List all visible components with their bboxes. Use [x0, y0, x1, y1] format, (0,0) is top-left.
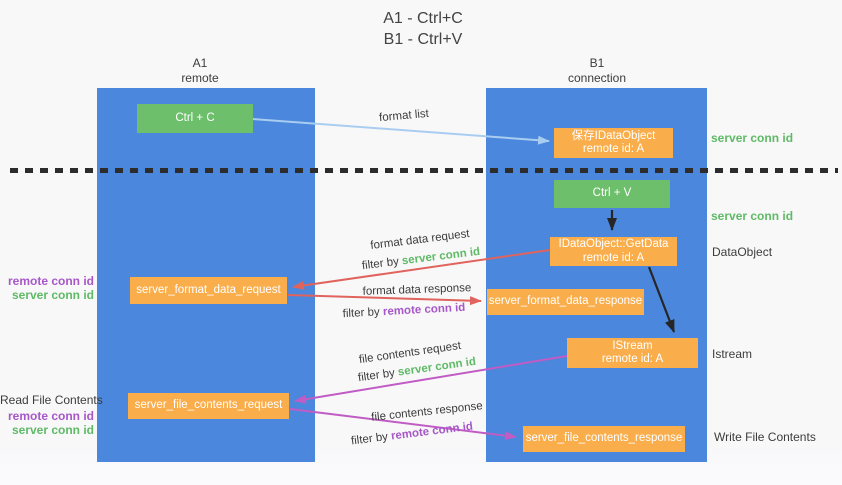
filter-by-text: filter by [350, 431, 389, 448]
node-ctrl-c-label: Ctrl + C [175, 111, 215, 124]
diagram-title: A1 - Ctrl+C B1 - Ctrl+V [383, 8, 463, 50]
node-save-idataobject: 保存IDataObject remote id: A [554, 128, 673, 158]
node-ctrl-v: Ctrl + V [554, 180, 670, 208]
node-idataobject-getdata: IDataObject::GetData remote id: A [550, 237, 677, 266]
node-istream: IStream remote id: A [567, 338, 698, 368]
node-server-format-data-response-label: server_format_data_response [488, 295, 643, 308]
node-ctrl-c: Ctrl + C [137, 104, 253, 133]
node-save-idataobject-line1: 保存IDataObject [571, 129, 656, 142]
node-server-file-contents-request-label: server_file_contents_request [134, 399, 283, 412]
node-ctrl-v-label: Ctrl + V [592, 187, 632, 200]
right-istream-label: Istream [712, 347, 753, 361]
left-remote-conn-id-file: remote conn id [7, 409, 94, 423]
node-server-format-data-request-label: server_format_data_request [136, 283, 281, 296]
server-conn-id-text: server conn id [397, 355, 477, 379]
node-save-idataobject-line2: remote id: A [582, 143, 645, 155]
node-server-file-contents-response: server_file_contents_response [523, 426, 685, 452]
label-filter-by-remote-conn-id-2: filter by remote conn id [350, 421, 473, 448]
node-idataobject-getdata-line2: remote id: A [582, 251, 645, 264]
filter-by-text: filter by [361, 255, 400, 273]
left-remote-conn-id-format: remote conn id [7, 274, 94, 288]
node-server-format-data-response: server_format_data_response [487, 289, 644, 315]
lifeline-a1-subtitle: remote [181, 71, 219, 85]
label-format-data-response: format data response [362, 282, 471, 298]
dotted-separator-line [10, 168, 838, 173]
right-server-conn-id-mid: server conn id [711, 209, 794, 223]
left-conn-id-pair-format: remote conn id server conn id [0, 274, 94, 302]
node-server-file-contents-request: server_file_contents_request [128, 393, 289, 419]
filter-by-text: filter by [357, 367, 396, 385]
label-filter-by-remote-conn-id-1: filter by remote conn id [342, 302, 465, 320]
lifeline-a1-name: A1 [192, 56, 208, 70]
node-server-file-contents-response-label: server_file_contents_response [525, 432, 683, 445]
label-format-list: format list [379, 108, 430, 124]
left-server-conn-id-format: server conn id [11, 288, 94, 302]
right-dataobject-label: DataObject [712, 245, 773, 259]
format-data-response-text: format data response [362, 282, 472, 298]
remote-conn-id-text: remote conn id [390, 420, 474, 443]
format-list-text: format list [378, 107, 430, 125]
lifeline-b1-subtitle: connection [567, 71, 627, 85]
node-istream-line1: IStream [612, 339, 653, 352]
filter-by-text: filter by [342, 306, 381, 321]
left-server-conn-id-file: server conn id [11, 423, 94, 437]
title-line-2: B1 - Ctrl+V [383, 31, 463, 48]
lifeline-a1-header: A1 remote [140, 56, 260, 86]
title-line-1: A1 - Ctrl+C [383, 10, 463, 27]
server-conn-id-text: server conn id [401, 245, 481, 268]
right-server-conn-id-top: server conn id [711, 131, 794, 145]
node-istream-line2: remote id: A [601, 353, 664, 365]
right-write-file-contents-label: Write File Contents [714, 430, 816, 444]
left-read-file-contents-label: Read File Contents [0, 393, 103, 407]
remote-conn-id-text: remote conn id [382, 301, 466, 319]
lifeline-b1-header: B1 connection [537, 56, 657, 86]
node-idataobject-getdata-line1: IDataObject::GetData [558, 238, 669, 250]
lifeline-b1-name: B1 [589, 56, 605, 70]
node-server-format-data-request: server_format_data_request [130, 277, 287, 304]
left-conn-id-pair-file: remote conn id server conn id [0, 409, 94, 437]
